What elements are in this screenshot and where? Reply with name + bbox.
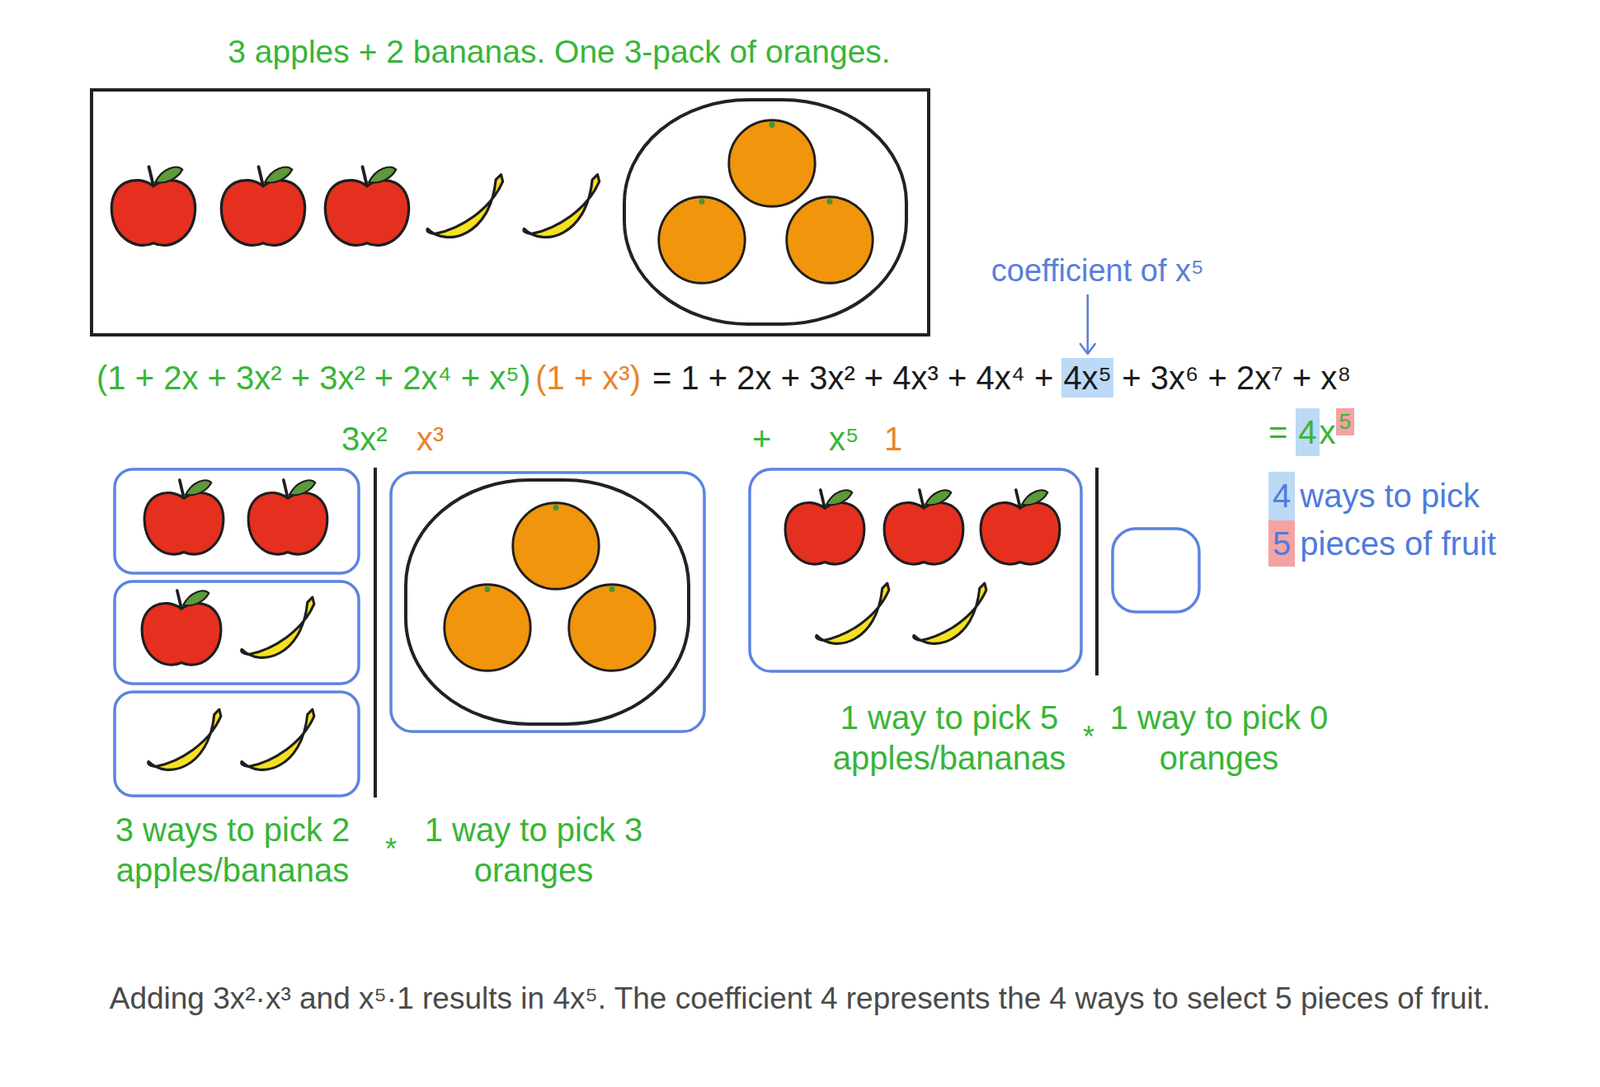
term-label: x⁵ (828, 418, 860, 459)
explanation-row: 4ways to pick (1268, 471, 1480, 521)
term-label: 3x² (341, 418, 388, 459)
apple-icon (248, 480, 328, 555)
factor-expression: (1 + 2x + 3x² + 3x² + 2x⁴ + x⁵) (96, 357, 531, 398)
figure-caption: Adding 3x²·x³ and x⁵·1 results in 4x⁵. T… (16, 973, 1584, 1025)
banana-icon (241, 597, 315, 658)
group-caption: 1 way to pick 0 oranges (1095, 697, 1343, 779)
apple-icon (324, 166, 409, 245)
apple-icon (221, 166, 305, 245)
group-caption: 3 ways to pick 2 apples/bananas (92, 809, 373, 891)
banana-icon (427, 174, 504, 238)
term-label: x³ (416, 418, 444, 459)
orange-icon (729, 120, 815, 207)
orange-icon (444, 584, 531, 671)
equation-row: (1 + 2x + 3x² + 3x² + 2x⁴ + x⁵)(1 + x³) =… (96, 357, 1351, 398)
choice-box (390, 472, 705, 732)
choice-box (114, 469, 359, 574)
choice-box (114, 581, 359, 684)
orange-icon (569, 584, 655, 671)
plus-sign: + (752, 418, 772, 459)
apple-icon (785, 489, 865, 565)
multiply-sign: * (1082, 719, 1095, 756)
divider-line (373, 467, 377, 798)
highlighted-exponent: 5 (1336, 408, 1355, 436)
highlighted-term: 4x⁵ (1061, 357, 1114, 398)
explanation-row: 5pieces of fruit (1268, 520, 1497, 567)
group-caption: 1 way to pick 5 apples/bananas (817, 697, 1082, 779)
apple-icon (980, 489, 1060, 565)
term-label: 1 (884, 418, 903, 459)
banana-icon (241, 709, 315, 770)
fruit-frame (91, 89, 929, 335)
banana-icon (523, 174, 600, 238)
choice-box (114, 691, 359, 796)
diagram-title: 3 apples + 2 bananas. One 3-pack of oran… (227, 32, 890, 71)
banana-icon (816, 583, 890, 644)
apple-icon (884, 489, 964, 565)
orange-icon (658, 197, 745, 283)
highlighted-exponent: 5 (1268, 520, 1295, 567)
orange-icon (512, 503, 599, 589)
banana-icon (148, 709, 222, 770)
orange-pack (405, 480, 689, 725)
result-row: =4x5 (1268, 408, 1355, 457)
banana-icon (913, 583, 987, 644)
variable-label: x (1319, 408, 1337, 457)
choice-box (749, 469, 1082, 672)
multiply-sign: * (385, 831, 397, 868)
leader-line (1087, 294, 1090, 354)
apple-icon (141, 590, 222, 665)
empty-choice-box (1112, 528, 1200, 612)
orange-icon (786, 197, 873, 283)
orange-pack (624, 99, 907, 325)
group-caption: 1 way to pick 3 oranges (409, 809, 658, 891)
product-expression: + 3x⁶ + 2x⁷ + x⁸ (1121, 357, 1351, 398)
callout-label: coefficient of x⁵ (991, 251, 1205, 290)
leader-arrowhead (1080, 343, 1096, 354)
highlighted-coefficient: 4 (1268, 471, 1295, 521)
product-expression: = 1 + 2x + 3x² + 4x³ + 4x⁴ + (652, 357, 1054, 398)
divider-line (1095, 467, 1099, 676)
factor-expression: (1 + x³) (535, 357, 641, 398)
apple-icon (144, 480, 224, 555)
equals-sign: = (1268, 408, 1288, 457)
explanation-text: ways to pick (1299, 471, 1480, 521)
explanation-text: pieces of fruit (1299, 520, 1497, 567)
highlighted-coefficient: 4 (1295, 408, 1319, 457)
apple-icon (111, 166, 195, 245)
